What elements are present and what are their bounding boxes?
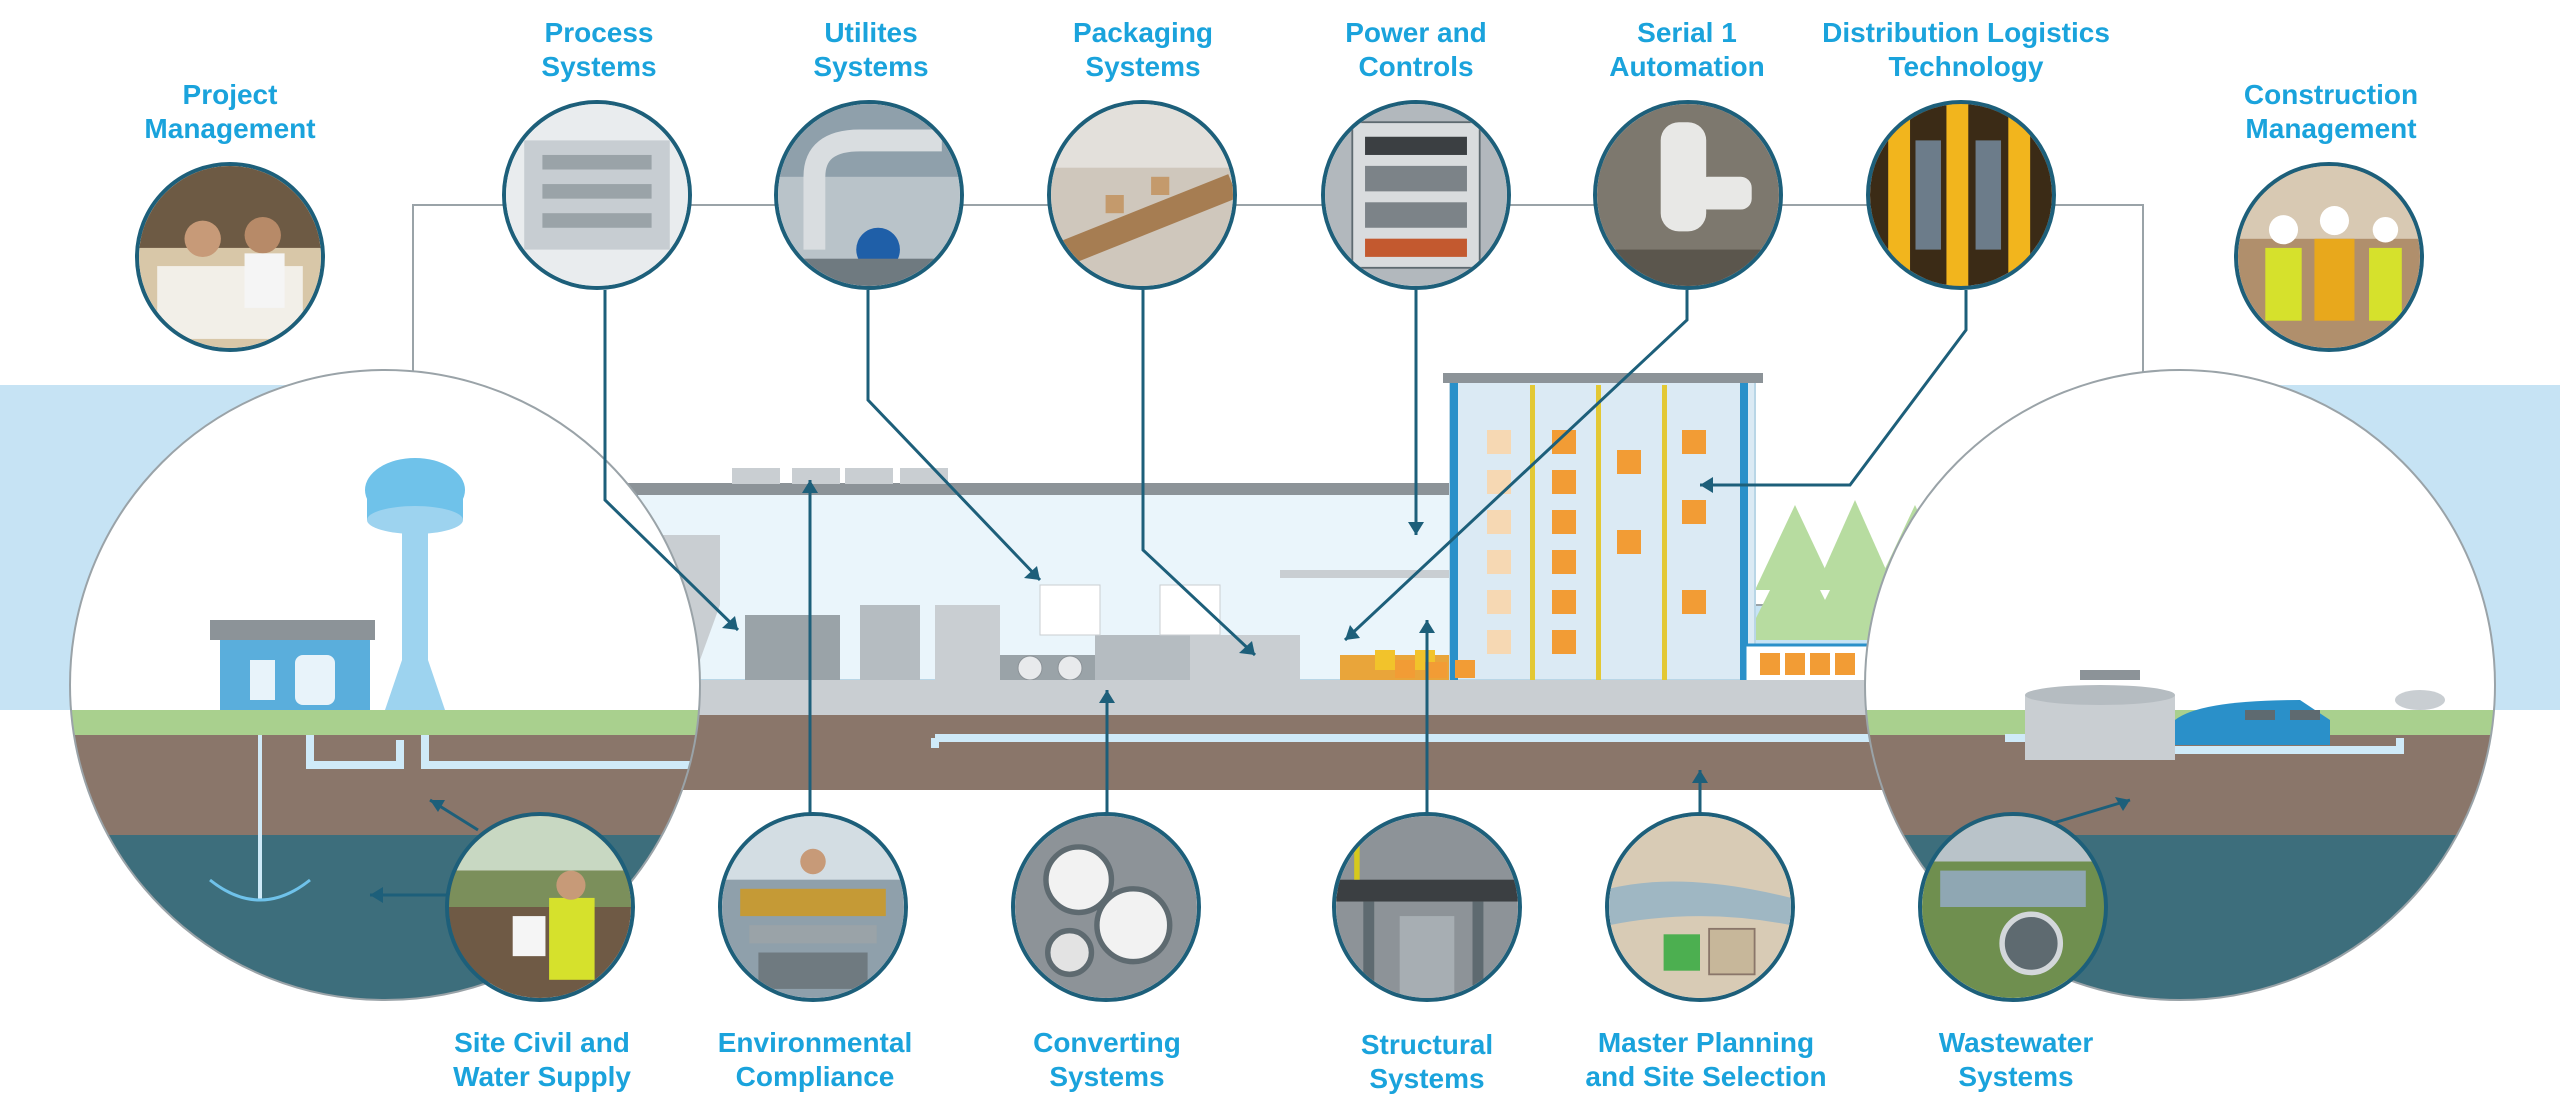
photo-utilities-systems	[774, 100, 964, 290]
photo-converting-systems	[1011, 812, 1201, 1002]
connector-lines	[370, 290, 2131, 897]
distribution-tower	[1443, 373, 1763, 681]
storage-tank-icon	[2025, 670, 2175, 760]
process-building	[620, 468, 1470, 681]
photo-structural-systems	[1332, 812, 1522, 1002]
pond-icon	[2175, 690, 2445, 745]
photo-serial-1-automation	[1593, 100, 1783, 290]
connector-arrowheads	[370, 477, 2130, 903]
pump-house-icon	[210, 620, 375, 710]
photo-construction-management	[2234, 162, 2424, 352]
ground-soil	[560, 715, 2010, 790]
photo-site-civil	[445, 812, 635, 1002]
ground-slab	[620, 680, 2000, 715]
water-tower-icon	[365, 458, 465, 710]
photo-power-and-controls	[1321, 100, 1511, 290]
photo-environmental-compliance	[718, 812, 908, 1002]
photo-packaging-systems	[1047, 100, 1237, 290]
photo-master-planning	[1605, 812, 1795, 1002]
photo-process-systems	[502, 100, 692, 290]
photo-wastewater-systems	[1918, 812, 2108, 1002]
photo-project-management	[135, 162, 325, 352]
forklift-icon	[1395, 660, 1475, 678]
photo-distribution-logistics	[1866, 100, 2056, 290]
